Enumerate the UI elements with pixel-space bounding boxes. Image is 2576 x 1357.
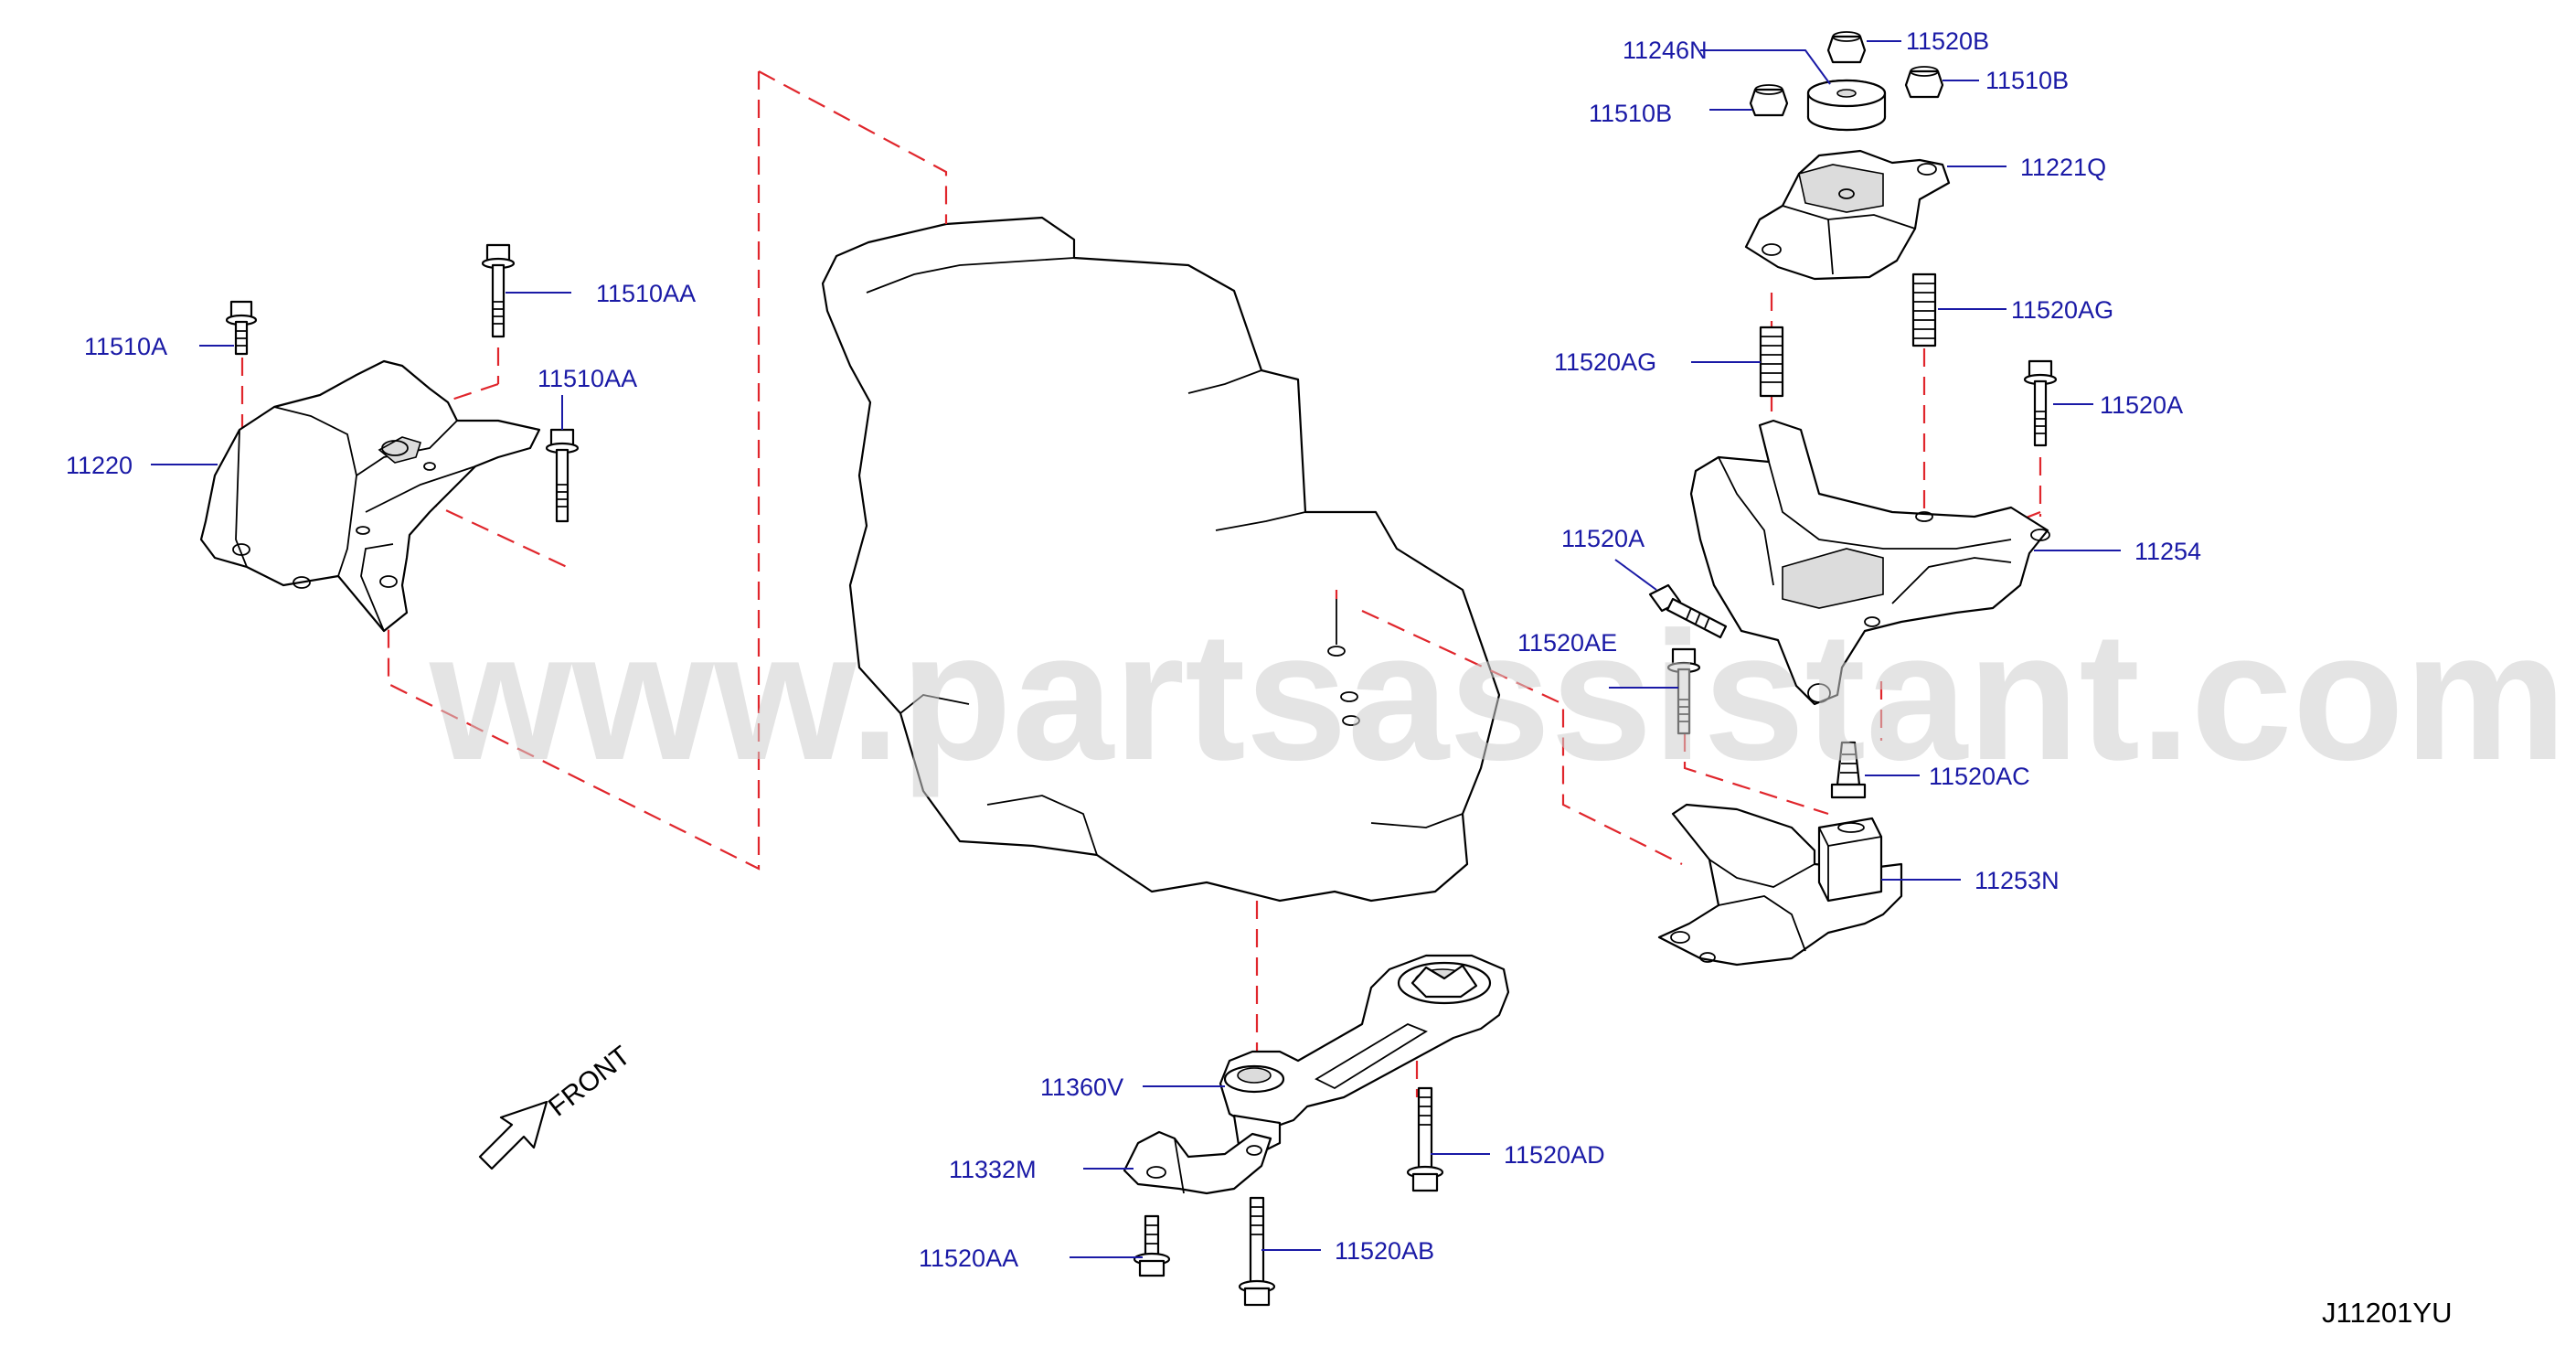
figure-code: J11201YU [2322, 1297, 2452, 1329]
insulator-11246N [1806, 79, 1887, 132]
callout-11510AA-top: 11510AA [596, 280, 696, 307]
bolt-11510AA-mid [545, 428, 580, 523]
mount-11253N [1657, 803, 1903, 967]
callout-11520A-left: 11520A [1561, 525, 1645, 552]
nut-11510B-right [1904, 66, 1944, 99]
callout-11220: 11220 [66, 452, 133, 479]
bolt-11520AC [1830, 741, 1867, 799]
front-label: FRONT [543, 1041, 636, 1123]
nut-11520B [1826, 31, 1867, 64]
nut-11510B-left [1749, 84, 1789, 117]
callout-11520AB: 11520AB [1335, 1237, 1434, 1265]
callout-11332M: 11332M [949, 1156, 1037, 1183]
callout-11254: 11254 [2134, 538, 2201, 565]
callout-11520A-right: 11520A [2100, 391, 2183, 419]
bolt-11510AA-top [481, 243, 516, 338]
bolt-11510A [225, 300, 258, 356]
engine-outline [821, 216, 1501, 903]
callout-11221Q: 11221Q [2020, 154, 2106, 181]
callout-11510B-right: 11510B [1985, 67, 2069, 94]
callout-11510B-left: 11510B [1589, 100, 1672, 127]
bolt-11520AE [1666, 647, 1701, 735]
front-arrow-icon [478, 1100, 548, 1170]
callout-labels: 11246N 11520B 11510B 11510B 11221Q 11520… [66, 27, 2201, 1272]
callout-11520AA-bottom: 11520AA [919, 1245, 1018, 1272]
callout-11520AG-left: 11520AG [1554, 348, 1656, 376]
bolt-11520AD [1406, 1086, 1444, 1192]
bolt-11520A-right [2023, 359, 2058, 447]
torque-rod-11360V [1219, 954, 1510, 1154]
stud-11520AG-right [1911, 272, 1937, 347]
bolt-11520AA-bottom [1133, 1214, 1171, 1277]
bracket-11221Q [1744, 149, 1951, 281]
bolt-11520A-left [1648, 583, 1728, 639]
callout-11520AD: 11520AD [1504, 1141, 1605, 1169]
callout-11520AE: 11520AE [1517, 629, 1617, 657]
callout-11520AG-right: 11520AG [2011, 296, 2113, 324]
engine-mount-11220 [199, 359, 541, 633]
callout-11520B: 11520B [1906, 27, 1989, 55]
bracket-11254 [1689, 419, 2050, 706]
callout-11253N: 11253N [1975, 867, 2060, 894]
bracket-11332M [1123, 1130, 1272, 1195]
callout-11510AA-mid: 11510AA [538, 365, 637, 392]
callout-11360V: 11360V [1040, 1074, 1123, 1101]
stud-11520AG-left [1759, 326, 1784, 398]
callout-11246N: 11246N [1623, 37, 1708, 64]
callout-11520AC: 11520AC [1929, 763, 2030, 790]
callout-11510A: 11510A [84, 333, 167, 360]
watermark-text: www.partsassistant.com [429, 594, 2567, 798]
callout-leaders [151, 40, 2121, 1258]
bolt-11520AB [1238, 1196, 1276, 1307]
